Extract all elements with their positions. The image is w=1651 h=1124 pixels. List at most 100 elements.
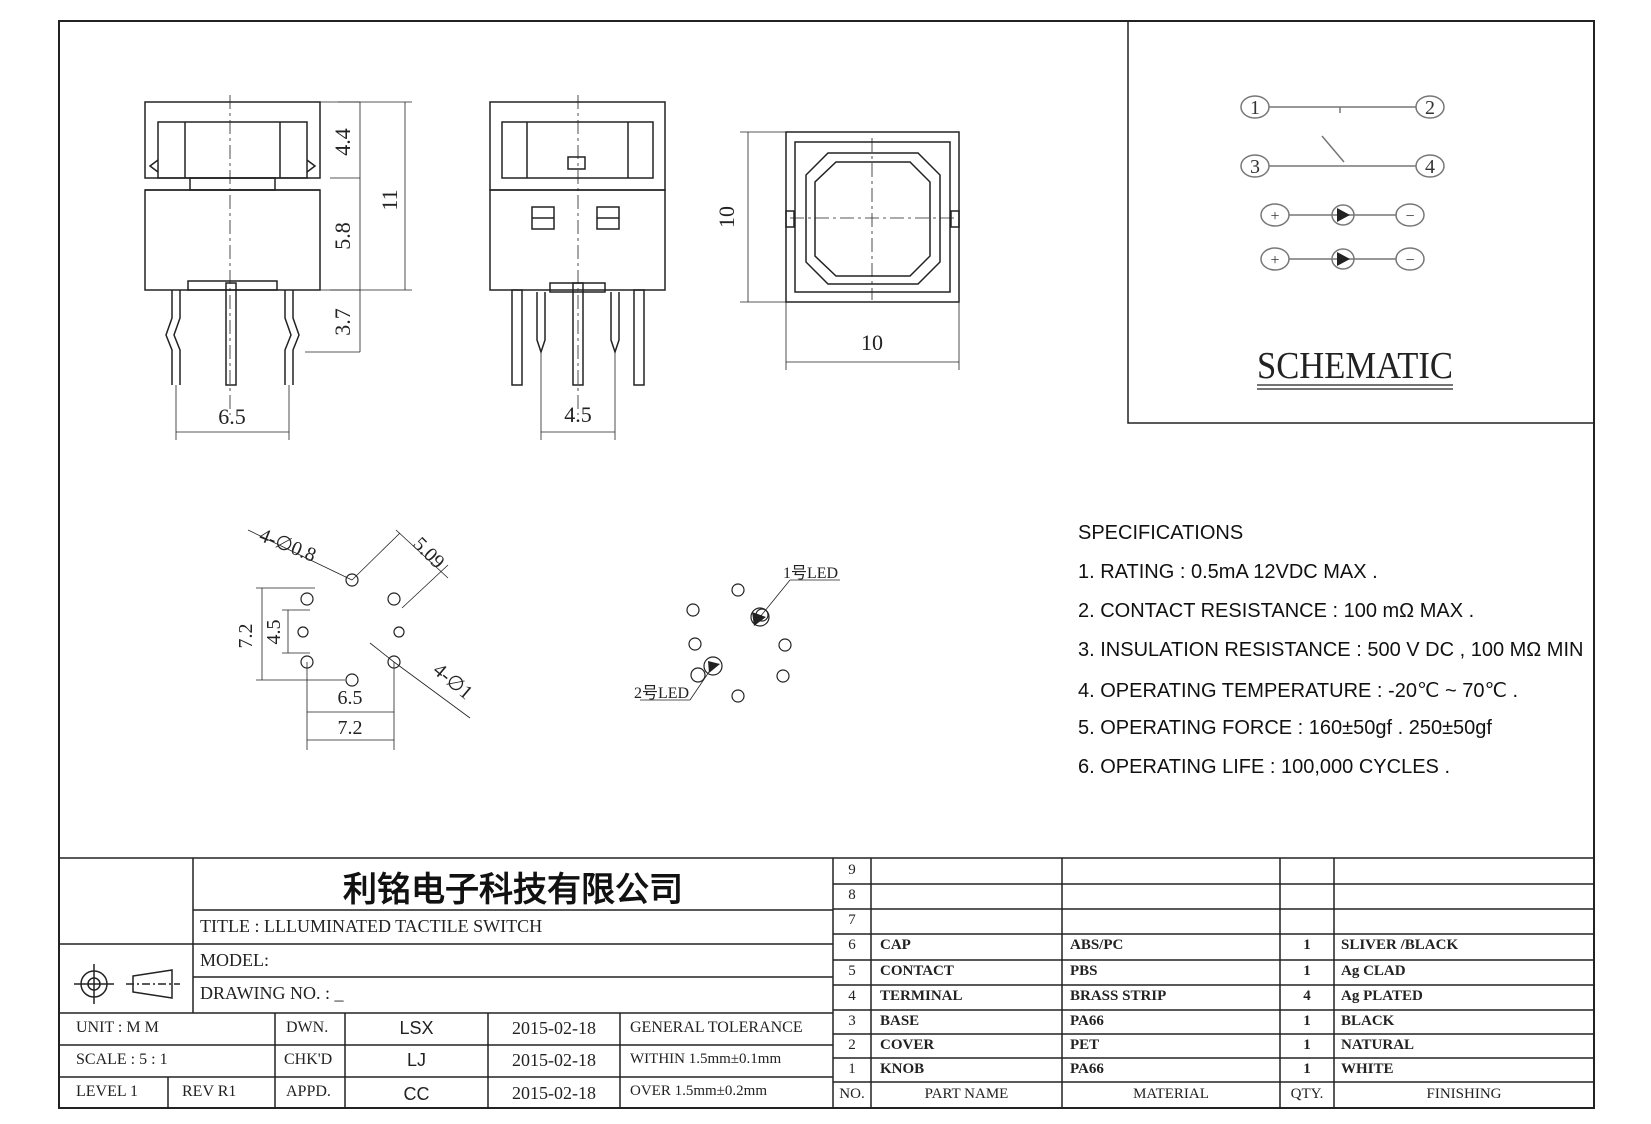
bom-row-no: 5 xyxy=(848,963,856,979)
bom-row-qty: 1 xyxy=(1303,1061,1311,1077)
bom-header-part: PART NAME xyxy=(924,1086,1009,1102)
bom-row-finishing: Ag PLATED xyxy=(1341,988,1423,1004)
side-dim-mid: 5.8 xyxy=(330,222,355,250)
top-dim-height: 10 xyxy=(714,206,739,228)
appd-label: APPD. xyxy=(286,1083,331,1100)
schematic-plus-2: + xyxy=(1270,252,1279,269)
bom-row-no: 6 xyxy=(848,937,856,953)
footprint-hole-dia-b: 4-∅1 xyxy=(429,659,477,704)
bom-row-part-name: COVER xyxy=(880,1037,935,1053)
spec-item-3: 3. INSULATION RESISTANCE : 500 V DC , 10… xyxy=(1078,639,1584,661)
company-name: 利铭电子科技有限公司 xyxy=(343,870,683,910)
appd-name: CC xyxy=(403,1084,430,1104)
footprint-dim-h2: 7.2 xyxy=(338,717,363,739)
bom-header-material: MATERIAL xyxy=(1133,1086,1209,1102)
schematic-pin-1: 1 xyxy=(1250,97,1260,119)
drawing-title: TITLE : LLLUMINATED TACTILE SWITCH xyxy=(200,916,543,936)
bom-row-material: PA66 xyxy=(1070,1061,1104,1077)
tolerance-over: OVER 1.5mm±0.2mm xyxy=(630,1083,767,1099)
front-view xyxy=(489,95,666,440)
footprint-diag: 5.09 xyxy=(408,533,448,573)
bom-row-part-name: BASE xyxy=(880,1013,920,1029)
bom-row-qty: 1 xyxy=(1303,1037,1311,1053)
bom-row-part-name: KNOB xyxy=(880,1061,925,1077)
top-dim-width: 10 xyxy=(861,330,883,355)
bom-row-qty: 1 xyxy=(1303,963,1311,979)
top-view xyxy=(740,131,960,370)
bom-header-finishing: FINISHING xyxy=(1426,1086,1502,1102)
bom-row-no: 2 xyxy=(848,1037,856,1053)
appd-date: 2015-02-18 xyxy=(512,1083,596,1103)
led-1-label: 1号LED xyxy=(783,564,838,582)
scale-label: SCALE : 5 : 1 xyxy=(76,1051,168,1068)
spec-item-4: 4. OPERATING TEMPERATURE : -20℃ ~ 70℃ . xyxy=(1078,680,1519,702)
bom-row-finishing: NATURAL xyxy=(1341,1037,1415,1053)
side-dim-top: 4.4 xyxy=(330,128,355,156)
unit-label: UNIT : M M xyxy=(76,1019,159,1036)
schematic-pin-2: 2 xyxy=(1425,97,1435,119)
specifications-heading: SPECIFICATIONS xyxy=(1078,522,1244,544)
bom-row-qty: 1 xyxy=(1303,937,1311,953)
bom-row-material: PA66 xyxy=(1070,1013,1104,1029)
footprint-hole-dia-a: 4-∅0.8 xyxy=(256,524,319,567)
bom-row-material: ABS/PC xyxy=(1070,937,1124,953)
spec-item-2: 2. CONTACT RESISTANCE : 100 mΩ MAX . xyxy=(1078,600,1475,622)
tolerance-within: WITHIN 1.5mm±0.1mm xyxy=(630,1051,782,1067)
bom-row-qty: 4 xyxy=(1303,988,1311,1004)
led-2-label: 2号LED xyxy=(634,684,689,702)
bom-row-finishing: WHITE xyxy=(1341,1061,1394,1077)
schematic-diagram xyxy=(1240,95,1445,271)
schematic-pin-4: 4 xyxy=(1425,156,1435,178)
led-diagram xyxy=(640,579,840,703)
bom-row-no: 1 xyxy=(848,1061,856,1077)
schematic-minus-2: − xyxy=(1405,252,1414,269)
chkd-label: CHK'D xyxy=(284,1051,333,1068)
bom-row-no: 8 xyxy=(848,887,856,903)
bom-row-finishing: BLACK xyxy=(1341,1013,1395,1029)
rev-label: REV R1 xyxy=(182,1083,237,1100)
bom-row-part-name: TERMINAL xyxy=(880,988,963,1004)
footprint-dim-v1: 7.2 xyxy=(235,624,257,649)
projection-symbol-icon xyxy=(74,964,180,1004)
dwn-name: LSX xyxy=(399,1018,434,1038)
bom-header-qty: QTY. xyxy=(1290,1086,1324,1102)
footprint-dim-v2: 4.5 xyxy=(263,620,285,645)
bom-row-no: 9 xyxy=(848,862,856,878)
bom-row-finishing: SLIVER /BLACK xyxy=(1341,937,1459,953)
bom-row-part-name: CONTACT xyxy=(880,963,954,979)
bom-row-no: 3 xyxy=(848,1013,856,1029)
side-dim-pin: 3.7 xyxy=(330,308,355,336)
schematic-pin-3: 3 xyxy=(1250,156,1260,178)
bom-header-no: NO. xyxy=(839,1086,865,1102)
bom-row-material: PBS xyxy=(1070,963,1098,979)
drawing-number: DRAWING NO. : _ xyxy=(200,983,344,1003)
bom-row-qty: 1 xyxy=(1303,1013,1311,1029)
front-dim-width: 4.5 xyxy=(564,402,592,427)
chkd-name: LJ xyxy=(406,1050,426,1070)
schematic-title: SCHEMATIC xyxy=(1257,345,1453,387)
bom-row-no: 4 xyxy=(848,988,856,1004)
spec-item-5: 5. OPERATING FORCE : 160±50gf . 250±50gf xyxy=(1078,717,1492,739)
bom-row-finishing: Ag CLAD xyxy=(1341,963,1406,979)
tolerance-title: GENERAL TOLERANCE xyxy=(630,1019,803,1036)
bom-row-material: BRASS STRIP xyxy=(1070,988,1167,1004)
schematic-plus-1: + xyxy=(1270,208,1279,225)
title-block-grid xyxy=(59,857,1594,1108)
footprint-dim-h1: 6.5 xyxy=(338,687,363,709)
model-label: MODEL: xyxy=(200,950,269,970)
dwn-date: 2015-02-18 xyxy=(512,1018,596,1038)
spec-item-6: 6. OPERATING LIFE : 100,000 CYCLES . xyxy=(1078,756,1451,778)
dwn-label: DWN. xyxy=(286,1019,329,1036)
footprint-diagram xyxy=(247,529,471,750)
bom-row-material: PET xyxy=(1070,1037,1100,1053)
schematic-minus-1: − xyxy=(1405,208,1414,225)
side-dim-width: 6.5 xyxy=(218,404,246,429)
level-label: LEVEL 1 xyxy=(76,1083,139,1100)
chkd-date: 2015-02-18 xyxy=(512,1050,596,1070)
side-view xyxy=(144,95,412,440)
bom-row-part-name: CAP xyxy=(880,937,911,953)
side-dim-total: 11 xyxy=(377,189,402,210)
bom-row-no: 7 xyxy=(848,912,856,928)
spec-item-1: 1. RATING : 0.5mA 12VDC MAX . xyxy=(1078,561,1378,583)
